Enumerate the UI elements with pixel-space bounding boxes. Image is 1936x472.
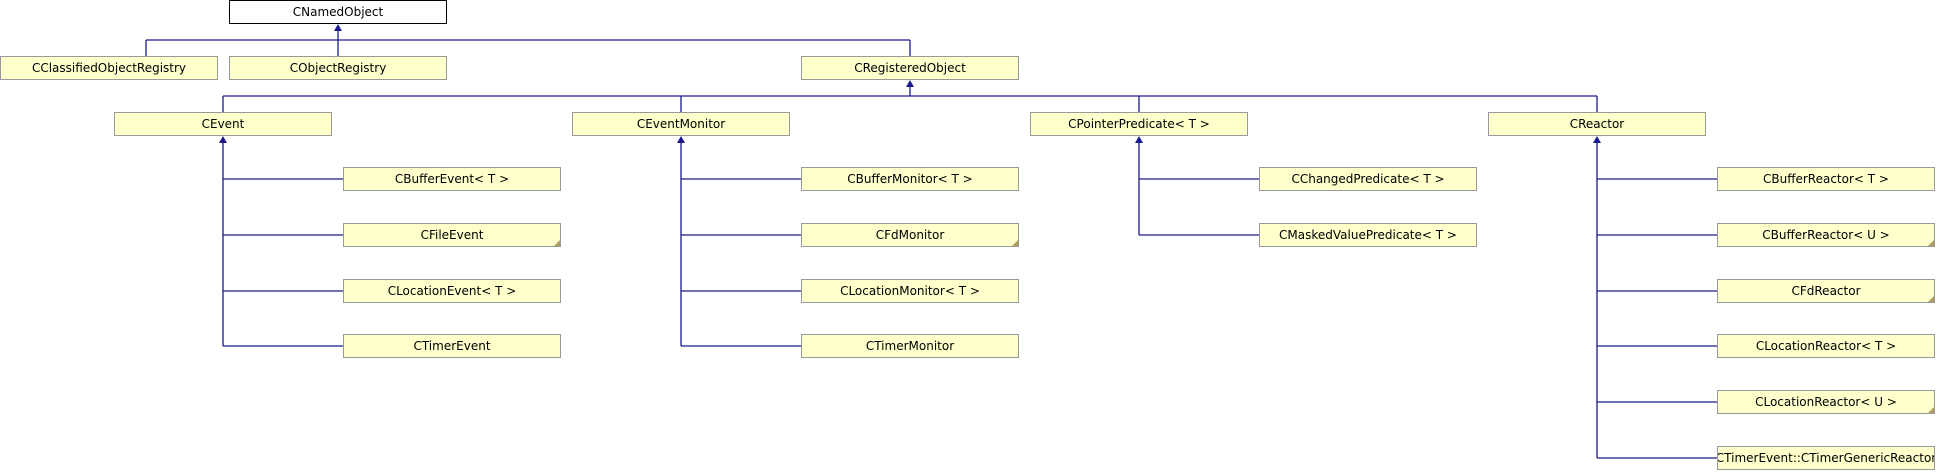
node-clocationmonitor[interactable]: CLocationMonitor< T > [801, 279, 1019, 303]
node-cbufferreactor-u[interactable]: CBufferReactor< U > [1717, 223, 1935, 247]
node-cfdmonitor[interactable]: CFdMonitor [801, 223, 1019, 247]
node-cfileevent[interactable]: CFileEvent [343, 223, 561, 247]
node-ctimermonitor[interactable]: CTimerMonitor [801, 334, 1019, 358]
node-cfdmonitor-label: CFdMonitor [875, 228, 945, 242]
node-ctimergenericreactor[interactable]: CTimerEvent::CTimerGenericReactor [1717, 446, 1935, 470]
node-cmaskedvaluepredicate[interactable]: CMaskedValuePredicate< T > [1259, 223, 1477, 247]
fold-corner-icon [1012, 240, 1018, 246]
node-cclassifiedobjectregistry[interactable]: CClassifiedObjectRegistry [0, 56, 218, 80]
fold-corner-icon [554, 240, 560, 246]
node-cregisteredobject[interactable]: CRegisteredObject [801, 56, 1019, 80]
node-ctimerevent[interactable]: CTimerEvent [343, 334, 561, 358]
arrow-cpointerpredicate-icon [1135, 136, 1143, 143]
node-creactor[interactable]: CReactor [1488, 112, 1706, 136]
node-cnamedobject: CNamedObject [229, 0, 447, 24]
node-cbufferevent[interactable]: CBufferEvent< T > [343, 167, 561, 191]
node-cbufferreactor-u-label: CBufferReactor< U > [1762, 228, 1890, 242]
node-clocationevent[interactable]: CLocationEvent< T > [343, 279, 561, 303]
arrow-cnamedobject-icon [334, 24, 342, 31]
node-cfileevent-label: CFileEvent [420, 228, 484, 242]
node-cevent[interactable]: CEvent [114, 112, 332, 136]
fold-corner-icon [1928, 407, 1934, 413]
fold-corner-icon [1928, 240, 1934, 246]
node-ceventmonitor[interactable]: CEventMonitor [572, 112, 790, 136]
node-clocationreactor-u-label: CLocationReactor< U > [1755, 395, 1897, 409]
node-clocationreactor-t[interactable]: CLocationReactor< T > [1717, 334, 1935, 358]
node-cbuffermonitor[interactable]: CBufferMonitor< T > [801, 167, 1019, 191]
node-cfdreactor[interactable]: CFdReactor [1717, 279, 1935, 303]
arrow-cregisteredobject-icon [906, 80, 914, 87]
node-cchangedpredicate[interactable]: CChangedPredicate< T > [1259, 167, 1477, 191]
arrow-ceventmonitor-icon [677, 136, 685, 143]
arrow-cevent-icon [219, 136, 227, 143]
node-cbufferreactor-t[interactable]: CBufferReactor< T > [1717, 167, 1935, 191]
arrow-creactor-icon [1593, 136, 1601, 143]
node-clocationreactor-u[interactable]: CLocationReactor< U > [1717, 390, 1935, 414]
node-cfdreactor-label: CFdReactor [1791, 284, 1861, 298]
node-cobjectregistry[interactable]: CObjectRegistry [229, 56, 447, 80]
node-cpointerpredicate[interactable]: CPointerPredicate< T > [1030, 112, 1248, 136]
fold-corner-icon [1928, 296, 1934, 302]
